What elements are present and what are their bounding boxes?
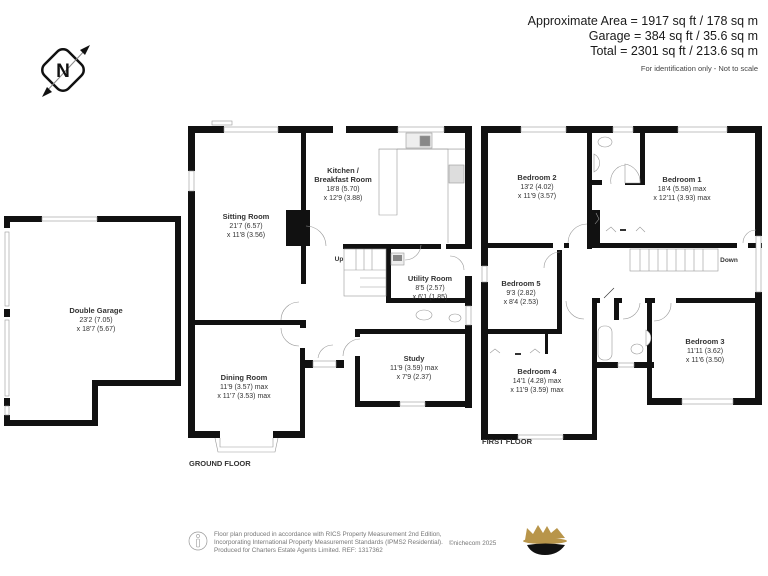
svg-text:Breakfast Room: Breakfast Room (314, 175, 372, 184)
svg-text:Bedroom 5: Bedroom 5 (501, 279, 540, 288)
svg-text:21'7 (6.57): 21'7 (6.57) (229, 223, 262, 230)
svg-text:x 12'9 (3.88): x 12'9 (3.88) (324, 195, 363, 202)
svg-text:Study: Study (404, 354, 426, 363)
crown-logo-icon (523, 525, 567, 555)
footer-text: Floor plan produced in accordance with R… (214, 531, 443, 554)
svg-text:11'11 (3.62): 11'11 (3.62) (687, 348, 723, 355)
room-kitchen: Kitchen / Breakfast Room 18'8 (5.70) x 1… (314, 166, 372, 202)
svg-text:x 7'9 (2.37): x 7'9 (2.37) (397, 374, 432, 381)
svg-text:x 12'11 (3.93) max: x 12'11 (3.93) max (653, 195, 711, 202)
svg-text:11'9 (3.57) max: 11'9 (3.57) max (220, 384, 268, 391)
ground-floor-label: GROUND FLOOR (189, 459, 251, 468)
svg-text:Dining Room: Dining Room (221, 373, 268, 382)
room-bedroom-3: Bedroom 3 11'11 (3.62) x 11'6 (3.50) (685, 337, 724, 364)
room-utility: Utility Room 8'5 (2.57) x 6'1 (1.85) (408, 274, 452, 301)
svg-text:Utility Room: Utility Room (408, 274, 452, 283)
svg-text:x 11'6 (3.50): x 11'6 (3.50) (686, 357, 724, 364)
svg-text:18'4 (5.58) max: 18'4 (5.58) max (658, 186, 707, 193)
svg-text:Bedroom 1: Bedroom 1 (662, 175, 701, 184)
svg-text:14'1 (4.28) max: 14'1 (4.28) max (513, 378, 562, 385)
bathroom-fittings (593, 136, 652, 361)
first-floor-stairs (629, 248, 719, 272)
svg-text:Double Garage: Double Garage (69, 306, 122, 315)
svg-text:x 11'8 (3.56): x 11'8 (3.56) (227, 232, 265, 239)
svg-text:x 6'1 (1.85): x 6'1 (1.85) (413, 294, 448, 301)
room-bedroom-4: Bedroom 4 14'1 (4.28) max x 11'9 (3.59) … (510, 367, 564, 394)
garage-area-text: Garage = 384 sq ft / 35.6 sq m (588, 29, 758, 43)
stairs-down-label: Down (720, 257, 738, 264)
svg-text:9'3 (2.82): 9'3 (2.82) (506, 290, 535, 297)
svg-text:Bedroom 2: Bedroom 2 (517, 173, 556, 182)
svg-text:x 18'7 (5.67): x 18'7 (5.67) (77, 326, 116, 333)
room-bedroom-1: Bedroom 1 18'4 (5.58) max x 12'11 (3.93)… (653, 175, 711, 202)
room-sitting-room: Sitting Room 21'7 (6.57) x 11'8 (3.56) (223, 212, 270, 239)
svg-text:x 11'9 (3.57): x 11'9 (3.57) (518, 193, 556, 200)
area-summary: Approximate Area = 1917 sq ft / 178 sq m… (528, 14, 758, 76)
disclaimer-text: For identification only - Not to scale (640, 64, 758, 73)
approx-area-text: Approximate Area = 1917 sq ft / 178 sq m (527, 14, 758, 28)
copyright-text: ©nichecom 2025 (448, 539, 497, 547)
garage-walls (4, 216, 181, 426)
svg-text:11'9 (3.59) max: 11'9 (3.59) max (390, 365, 438, 372)
svg-text:8'5 (2.57): 8'5 (2.57) (415, 285, 444, 292)
first-floor-label: FIRST FLOOR (482, 437, 532, 446)
footer: Floor plan produced in accordance with R… (208, 531, 496, 555)
svg-text:Bedroom 3: Bedroom 3 (685, 337, 724, 346)
ground-stairs (343, 248, 387, 297)
svg-text:x 11'9 (3.59) max: x 11'9 (3.59) max (510, 387, 564, 394)
kitchen-fittings (378, 132, 466, 243)
north-arrow-icon: N (41, 45, 90, 97)
svg-text:x 11'7 (3.53) max: x 11'7 (3.53) max (217, 393, 271, 400)
total-area-text: Total = 2301 sq ft / 213.6 sq m (590, 44, 758, 58)
room-double-garage: Double Garage 23'2 (7.05) x 18'7 (5.67) (69, 306, 122, 333)
north-letter: N (56, 61, 70, 82)
room-labels: Double Garage 23'2 (7.05) x 18'7 (5.67) … (69, 166, 724, 400)
svg-text:x 8'4 (2.53): x 8'4 (2.53) (504, 299, 539, 306)
stairs-up-label: Up (335, 256, 344, 263)
svg-text:Sitting Room: Sitting Room (223, 212, 270, 221)
person-icon (188, 531, 208, 551)
svg-text:Bedroom 4: Bedroom 4 (517, 367, 557, 376)
first-floor-walls (481, 126, 762, 440)
room-bedroom-5: Bedroom 5 9'3 (2.82) x 8'4 (2.53) (501, 279, 540, 306)
room-study: Study 11'9 (3.59) max x 7'9 (2.37) (390, 354, 438, 381)
ground-floor-walls (188, 126, 472, 438)
svg-text:23'2 (7.05): 23'2 (7.05) (79, 317, 112, 324)
svg-text:18'8 (5.70): 18'8 (5.70) (326, 186, 359, 193)
svg-text:13'2 (4.02): 13'2 (4.02) (520, 184, 553, 191)
room-dining: Dining Room 11'9 (3.57) max x 11'7 (3.53… (217, 373, 271, 400)
room-bedroom-2: Bedroom 2 13'2 (4.02) x 11'9 (3.57) (517, 173, 556, 200)
svg-text:Kitchen /: Kitchen / (327, 166, 360, 175)
